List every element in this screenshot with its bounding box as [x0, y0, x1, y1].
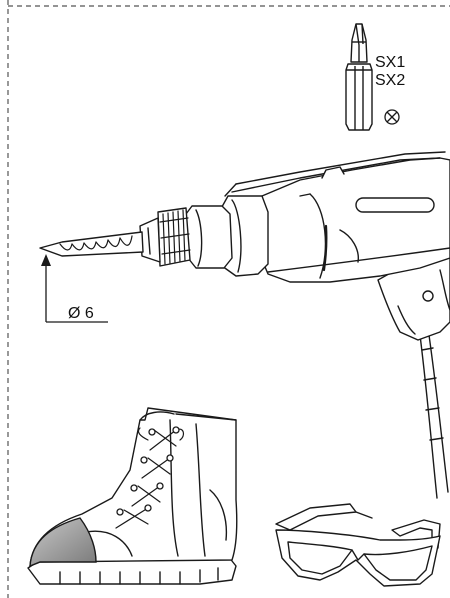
dashed-frame — [7, 0, 450, 598]
bit-label-line1: SX1 — [375, 54, 405, 71]
dimension-arrow-icon — [41, 254, 51, 266]
dimension-indicator — [45, 262, 108, 323]
drill — [39, 151, 450, 499]
screwdriver-bit — [345, 23, 373, 131]
safety-goggles — [275, 503, 441, 587]
bit-label-line2: SX2 — [375, 72, 405, 89]
drill-bit-diameter-label: Ø 6 — [68, 305, 94, 322]
crossed-circle-icon — [384, 109, 400, 125]
boot-steel-toe-cap — [29, 517, 97, 568]
